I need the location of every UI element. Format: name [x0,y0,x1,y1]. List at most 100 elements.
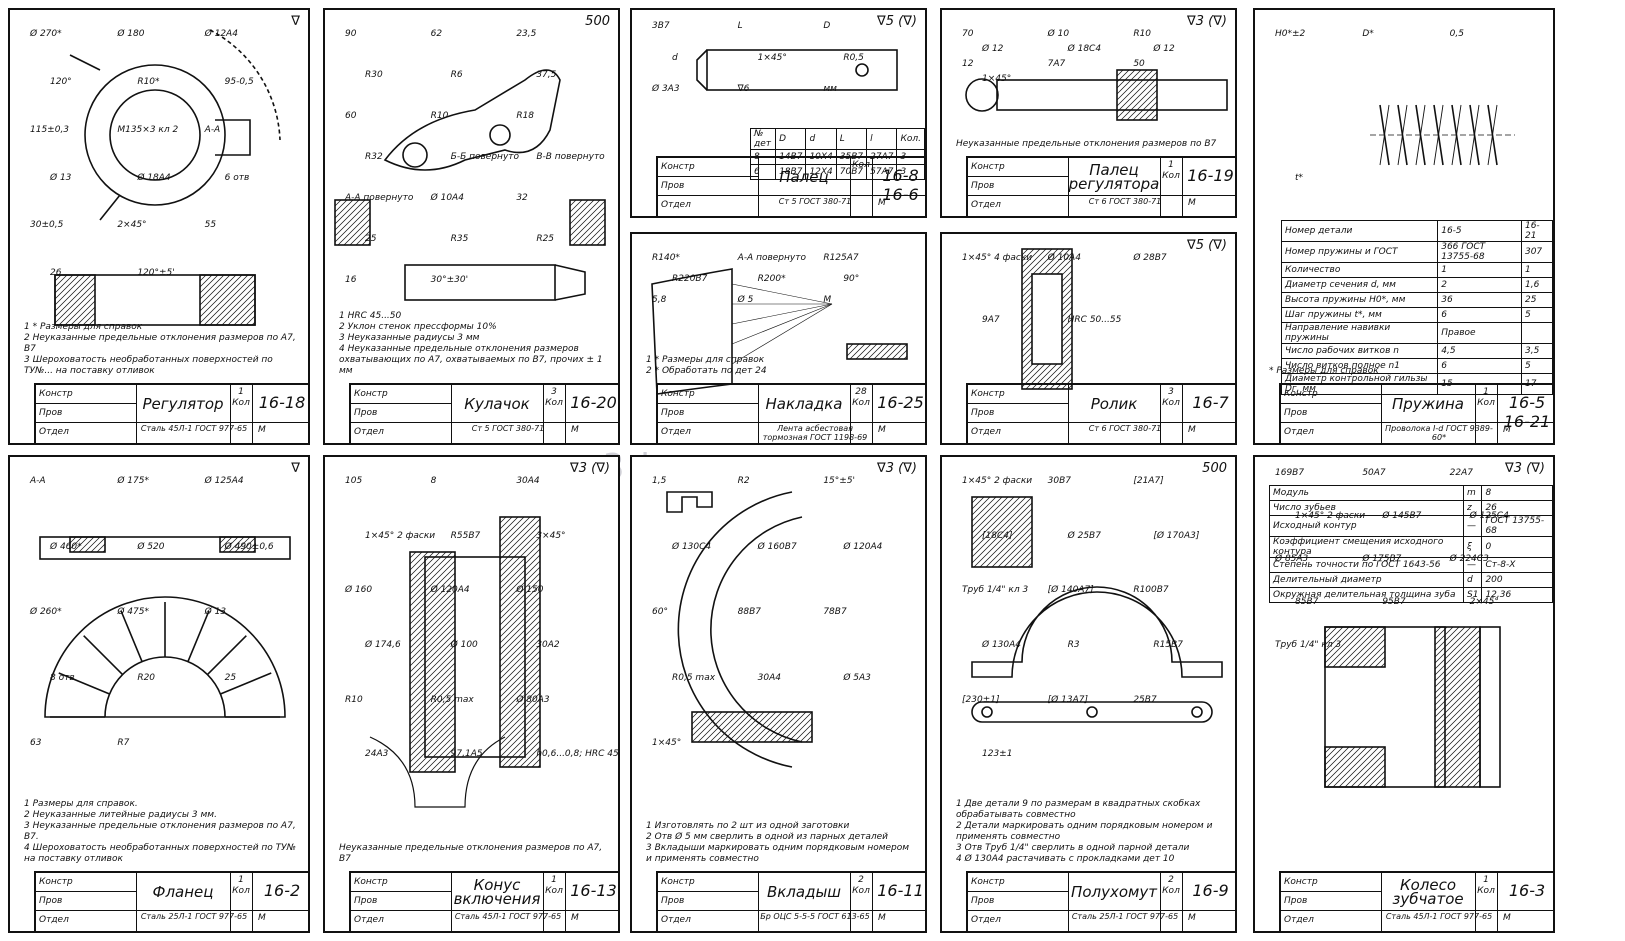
dimension-label: 60 [345,111,357,121]
dimension-label: 123±1 [982,749,1013,760]
part-drawing [54,29,281,326]
dimension-label: Ø 3А3 [652,84,680,94]
dimension-label: M135×3 кл 2 [117,124,179,135]
dimension-label: Ø 5 [737,295,754,305]
quantity-value: 1 [1168,160,1174,170]
table-header-cell: Номер детали [1280,220,1439,242]
dimension-label: 1,5 [652,476,667,486]
dimension-label: Ø 160В7 [757,541,797,552]
quantity-label: Кол [1477,886,1495,896]
dimension-label: 23,5 [516,29,537,39]
dimension-label: ∇6 [737,84,750,94]
note-line: 4 Неуказанные предельные отклонения разм… [339,344,603,376]
part-number: 16-13 [570,881,617,900]
note-line: 2 Уклон стенок прессформы 10% [339,322,497,332]
table-cell: d [1462,572,1483,588]
dimension-label: 22А7 [1449,468,1473,478]
tb-prov: Пров [36,892,136,911]
quantity-value: 1 [1483,387,1489,397]
dimension-label: 5,8 [652,295,667,305]
dimension-label: 120° [50,76,72,87]
dimension-label: Ø 175* [117,476,149,486]
dimension-label: 60° [652,607,668,618]
tb-m-mark: М [1188,913,1196,923]
dimension-label: 6 отв [224,172,250,183]
part-name: Конус включения [453,876,541,908]
quantity-value: 2 [858,875,864,885]
quantity-label: Кол [852,160,870,170]
table-cell: 18В7 [775,164,807,180]
dimension-label: Ø 180 [117,29,145,39]
tb-konstr: Констр [658,158,758,177]
part-drawing [1370,104,1515,166]
dimension-label: 30±0,5 [30,220,64,231]
dimension-label: R140* [652,253,680,263]
dimension-label: Ø 12А4 [204,29,238,39]
dimension-label: 169В7 [1275,468,1305,478]
part-number: 16-20 [570,393,617,412]
roughness-mark: ∇3 (∇) [1505,461,1545,476]
table-cell: 366 ГОСТ 13755-68 [1437,241,1522,263]
dimension-label: А-А повернуто [737,253,806,263]
dimension-label: 8 [430,476,437,486]
quantity-label: Кол [1477,398,1495,408]
dimension-label: R0,5 max [672,672,716,683]
material-spec: Ст 5 ГОСТ 380-71 [778,197,852,206]
tb-otdel: Отдел [661,427,691,437]
note-line: 2 Отв Ø 5 мм сверлить в одной из парных … [646,832,888,842]
table-cell: Шаг пружины t*, мм [1280,307,1439,323]
dimension-label: R7 [117,738,130,749]
table-cell: 36 [1437,292,1522,308]
quantity-label: Кол [1162,171,1180,181]
notes-block: Неуказанные предельные отклонения размер… [956,139,1225,150]
dimension-label: R3 [1067,640,1080,650]
dimension-label: 50 [1133,59,1145,69]
dimension-label: R10 [1133,29,1152,39]
dimension-label: 16 [345,275,357,285]
dimension-label: 1×45° 4 фаски [962,253,1033,263]
tb-konstr: Констр [968,385,1068,404]
tb-otdel: Отдел [354,427,384,437]
tb-prov: Пров [968,892,1068,911]
dimension-label: мм [823,84,837,94]
table-cell: 307 [1520,241,1553,263]
dimension-label: 25 [224,672,237,683]
dimension-label: В-В повернуто [536,152,605,162]
dimension-label: Ø 120А4 [843,541,883,552]
dimension-label: [Ø 170А3] [1153,530,1200,541]
dimension-label: D* [1362,29,1374,39]
dimension-label: М [823,295,832,305]
tb-konstr: Констр [36,873,136,892]
tb-prov: Пров [1281,404,1381,423]
table-cell: Диаметр сечения d, мм [1280,277,1439,293]
dimension-label: R125А7 [823,253,859,263]
dimension-label: 95-0,5 [224,76,254,87]
dimension-label: R0,5 [843,52,864,63]
dimension-label: Ø 25В7 [1067,530,1101,541]
dimension-label: 78В7 [823,607,847,618]
dimension-label: 1×45° 2 фаски [365,530,436,541]
tb-m-mark: М [1188,425,1196,435]
dimension-label: Ø 18С4 [1067,44,1102,54]
part-drawing [965,69,1228,121]
dimension-label: Ø 260* [30,607,62,618]
dimension-label: t* [1295,172,1304,183]
dimension-label: R220В7 [672,274,708,284]
dimension-label: Ø 12 [982,44,1004,54]
notes-block: Неуказанные предельные отклонения размер… [339,843,608,865]
dimension-label: R15В7 [1153,640,1183,650]
part-name: Фланец [152,883,214,901]
part-number: 16-11 [877,881,924,900]
material-spec: Сталь 45Л-1 ГОСТ 977-65 [140,424,248,433]
dimension-label: 70 [962,29,974,39]
